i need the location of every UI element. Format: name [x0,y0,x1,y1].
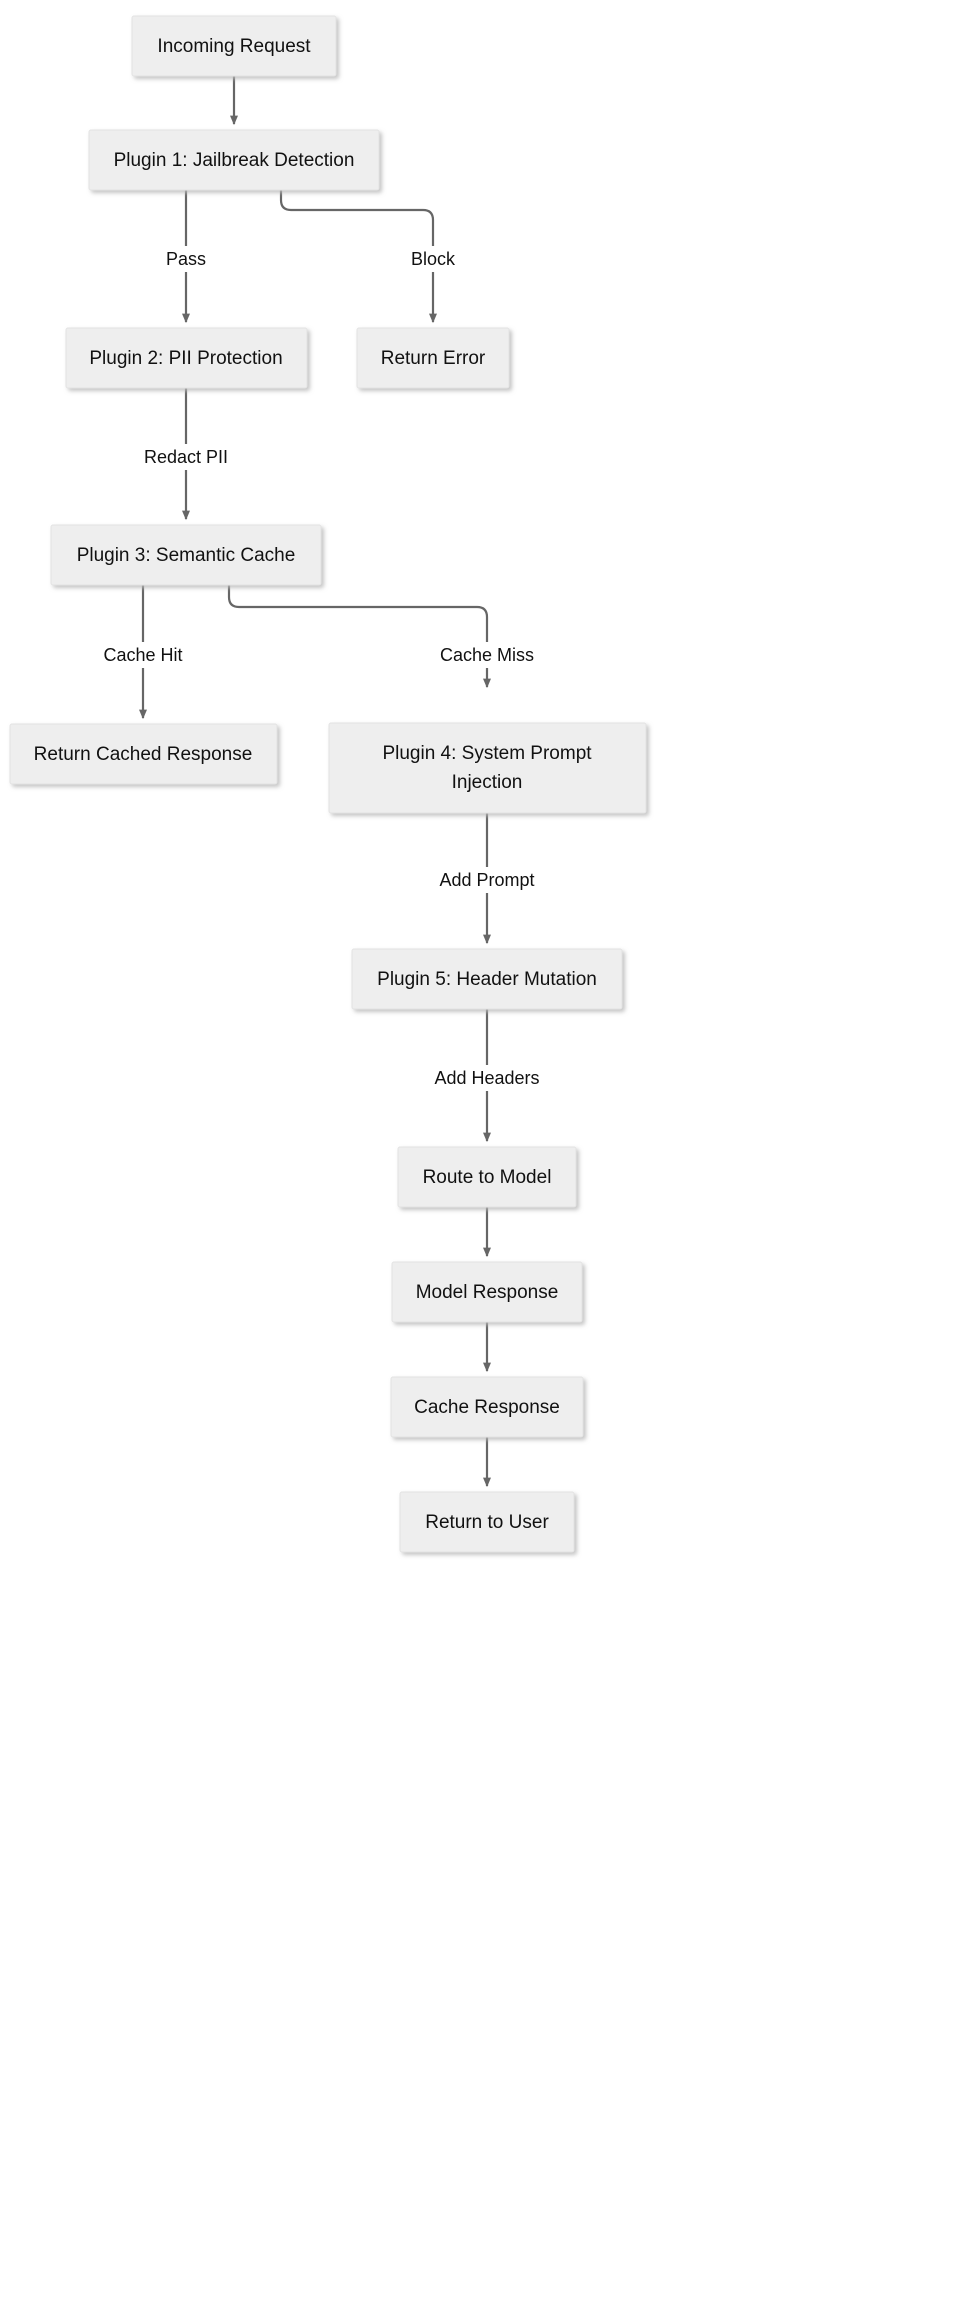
node-label-return-cached-response: Return Cached Response [34,744,253,765]
node-model-response[interactable]: Model Response [391,1261,583,1323]
edge-plugin3-to-plugin4 [227,585,491,689]
node-label-route-to-model: Route to Model [423,1167,552,1188]
node-label-plugin2: Plugin 2: PII Protection [89,348,282,369]
node-label-plugin3: Plugin 3: Semantic Cache [77,545,296,566]
node-label-plugin4-line1: Plugin 4: System Prompt [382,743,592,764]
edge-label-add-prompt: Add Prompt [428,867,550,893]
node-plugin2-pii-protection[interactable]: Plugin 2: PII Protection [65,327,308,389]
edge-label-layer: Pass Block Redact PII Cache Hit Cache Mi… [90,246,552,1091]
node-return-to-user[interactable]: Return to User [399,1491,575,1553]
node-layer: Incoming Request Plugin 1: Jailbreak Det… [9,15,647,1553]
edge-label-cache-hit: Cache Hit [90,642,198,668]
node-label-plugin4-line2: Injection [452,772,523,793]
edge-label-add-headers-text: Add Headers [434,1068,539,1088]
node-route-to-model[interactable]: Route to Model [397,1146,577,1208]
edge-label-pass: Pass [152,246,220,272]
edge-label-add-prompt-text: Add Prompt [439,870,534,890]
edge-label-block: Block [398,246,470,272]
node-label-plugin5: Plugin 5: Header Mutation [377,969,597,990]
edge-label-cache-hit-text: Cache Hit [103,645,182,665]
node-plugin3-semantic-cache[interactable]: Plugin 3: Semantic Cache [50,524,322,586]
node-plugin5-header-mutation[interactable]: Plugin 5: Header Mutation [351,948,623,1010]
node-return-cached-response[interactable]: Return Cached Response [9,723,278,785]
node-incoming-request[interactable]: Incoming Request [131,15,337,77]
node-cache-response[interactable]: Cache Response [390,1376,584,1438]
edge-label-block-text: Block [411,249,456,269]
edge-label-cache-miss-text: Cache Miss [440,645,534,665]
edge-label-cache-miss: Cache Miss [428,642,548,668]
node-label-model-response: Model Response [416,1282,559,1303]
edge-label-add-headers: Add Headers [424,1065,552,1091]
edge-plugin1-to-return-error [279,190,437,324]
edge-label-redact-pii-text: Redact PII [144,447,228,467]
node-plugin4-system-prompt-injection[interactable]: Plugin 4: System Prompt Injection [328,722,647,814]
edge-label-pass-text: Pass [166,249,206,269]
node-return-error[interactable]: Return Error [356,327,510,389]
node-label-plugin1: Plugin 1: Jailbreak Detection [114,150,355,171]
edge-label-redact-pii: Redact PII [133,444,241,470]
node-plugin1-jailbreak-detection[interactable]: Plugin 1: Jailbreak Detection [88,129,380,191]
node-label-return-to-user: Return to User [425,1512,549,1533]
node-label-cache-response: Cache Response [414,1397,560,1418]
node-label-incoming-request: Incoming Request [157,36,311,57]
node-label-return-error: Return Error [381,348,486,369]
